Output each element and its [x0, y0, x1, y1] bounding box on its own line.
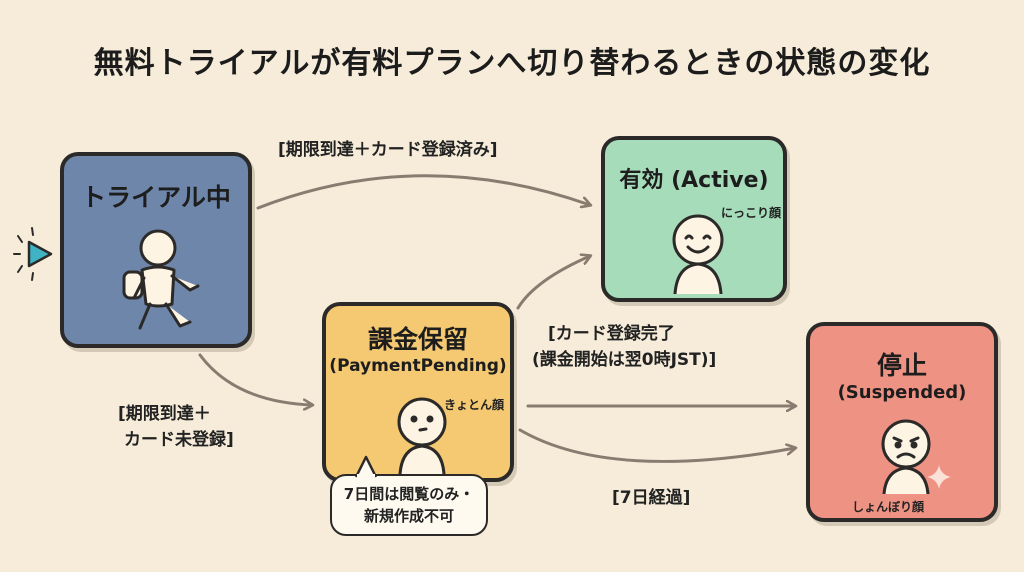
state-active: 有効 (Active) にっこり顔 — [601, 136, 787, 302]
edge-label-trial-to-pending-line2: カード未登録] — [124, 430, 234, 450]
edge-label-pending-to-suspended: [7日経過] — [612, 488, 691, 508]
state-pending-face-label: きょとん顔 — [444, 398, 505, 412]
arrow-pending-to-active — [516, 256, 590, 310]
note-bubble-tail — [354, 455, 378, 479]
sparkle-icon — [927, 465, 951, 489]
state-suspended-face-label: しょんぼり顔 — [852, 500, 925, 514]
note-bubble: 7日間は閲覧のみ・ 新規作成不可 — [330, 474, 488, 536]
smiling-face-icon — [672, 214, 724, 294]
state-pending-sub: (PaymentPending) — [329, 356, 507, 376]
edge-label-pending-to-active-line2: (課金開始は翌0時JST)] — [532, 350, 717, 370]
note-line1: 7日間は閲覧のみ・ — [343, 485, 475, 503]
walking-person-icon — [122, 229, 200, 330]
arrow-trial-to-active — [256, 174, 590, 210]
edge-label-pending-to-active-line1: [カード登録完了 — [548, 324, 675, 344]
state-suspended: 停止 (Suspended) しょんぼり顔 — [806, 322, 998, 522]
page-title: 無料トライアルが有料プランへ切り替わるときの状態の変化 — [93, 46, 931, 81]
edge-label-trial-to-pending-line1: [期限到達＋ — [118, 404, 211, 424]
state-suspended-sub: (Suspended) — [837, 382, 967, 403]
curious-face-icon — [397, 397, 447, 474]
arrow-pending-to-suspended — [518, 428, 795, 463]
start-play-icon — [13, 227, 53, 281]
sad-face-icon — [881, 419, 931, 494]
state-active-name: 有効 (Active) — [619, 168, 769, 193]
edge-label-trial-to-active: [期限到達＋カード登録済み] — [278, 140, 498, 160]
state-pending: 課金保留 (PaymentPending) きょとん顔 — [322, 302, 514, 482]
state-pending-name: 課金保留 — [367, 325, 468, 354]
state-trial: トライアル中 — [60, 152, 252, 348]
state-active-face-label: にっこり顔 — [721, 206, 782, 220]
state-suspended-name: 停止 — [876, 351, 927, 380]
arrow-trial-to-pending — [198, 353, 312, 405]
state-trial-name: トライアル中 — [81, 183, 231, 212]
note-line2: 新規作成不可 — [363, 507, 454, 525]
